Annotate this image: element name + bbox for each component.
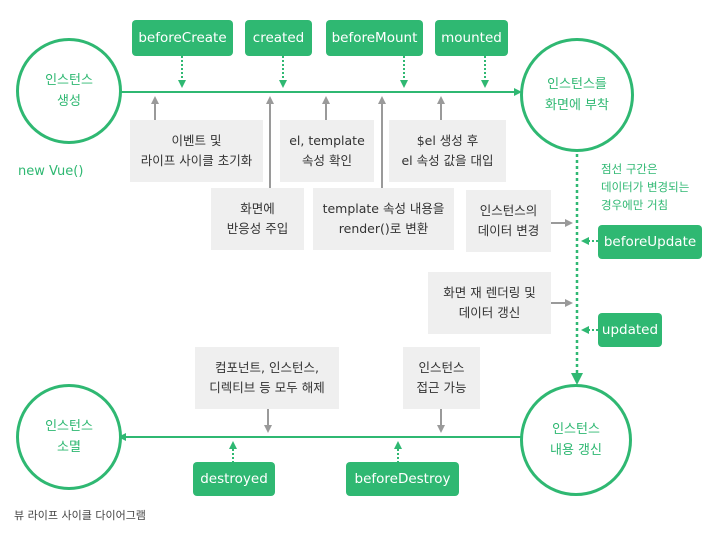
hook-before-mount: beforeMount <box>326 20 423 56</box>
box-reactivity: 화면에 반응성 주입 <box>211 188 304 250</box>
box-el-assign: $el 생성 후 el 속성 값을 대입 <box>389 120 506 182</box>
box-el-template-check: el, template 속성 확인 <box>280 120 374 182</box>
hook-mounted: mounted <box>435 20 508 56</box>
hook-before-update: beforeUpdate <box>598 225 702 259</box>
hook-destroyed: destroyed <box>193 462 275 496</box>
box-rerender: 화면 재 렌더링 및 데이터 갱신 <box>428 272 551 334</box>
hook-before-destroy: beforeDestroy <box>346 462 459 496</box>
circle-instance-create: 인스턴스 생성 <box>16 38 122 144</box>
dotted-section-note: 점선 구간은 데이터가 변경되는 경우에만 거침 <box>601 162 690 212</box>
hook-created: created <box>245 20 312 56</box>
circle-instance-mount: 인스턴스를 화면에 부착 <box>520 38 634 152</box>
circle-instance-update: 인스턴스 내용 갱신 <box>520 384 632 496</box>
box-data-change: 인스턴스의 데이터 변경 <box>466 190 551 252</box>
box-instance-access: 인스턴스 접근 가능 <box>403 347 480 409</box>
box-events-init: 이벤트 및 라이프 사이클 초기화 <box>130 120 263 182</box>
diagram-caption: 뷰 라이프 사이클 다이어그램 <box>14 509 146 522</box>
new-vue-label: new Vue() <box>18 164 84 179</box>
hook-before-create: beforeCreate <box>132 20 233 56</box>
circle-instance-destroy: 인스턴스 소멸 <box>16 384 122 490</box>
hook-updated: updated <box>598 313 662 347</box>
box-template-render: template 속성 내용을 render()로 변환 <box>313 188 454 250</box>
box-teardown: 컴포넌트, 인스턴스, 디렉티브 등 모두 해제 <box>195 347 339 409</box>
